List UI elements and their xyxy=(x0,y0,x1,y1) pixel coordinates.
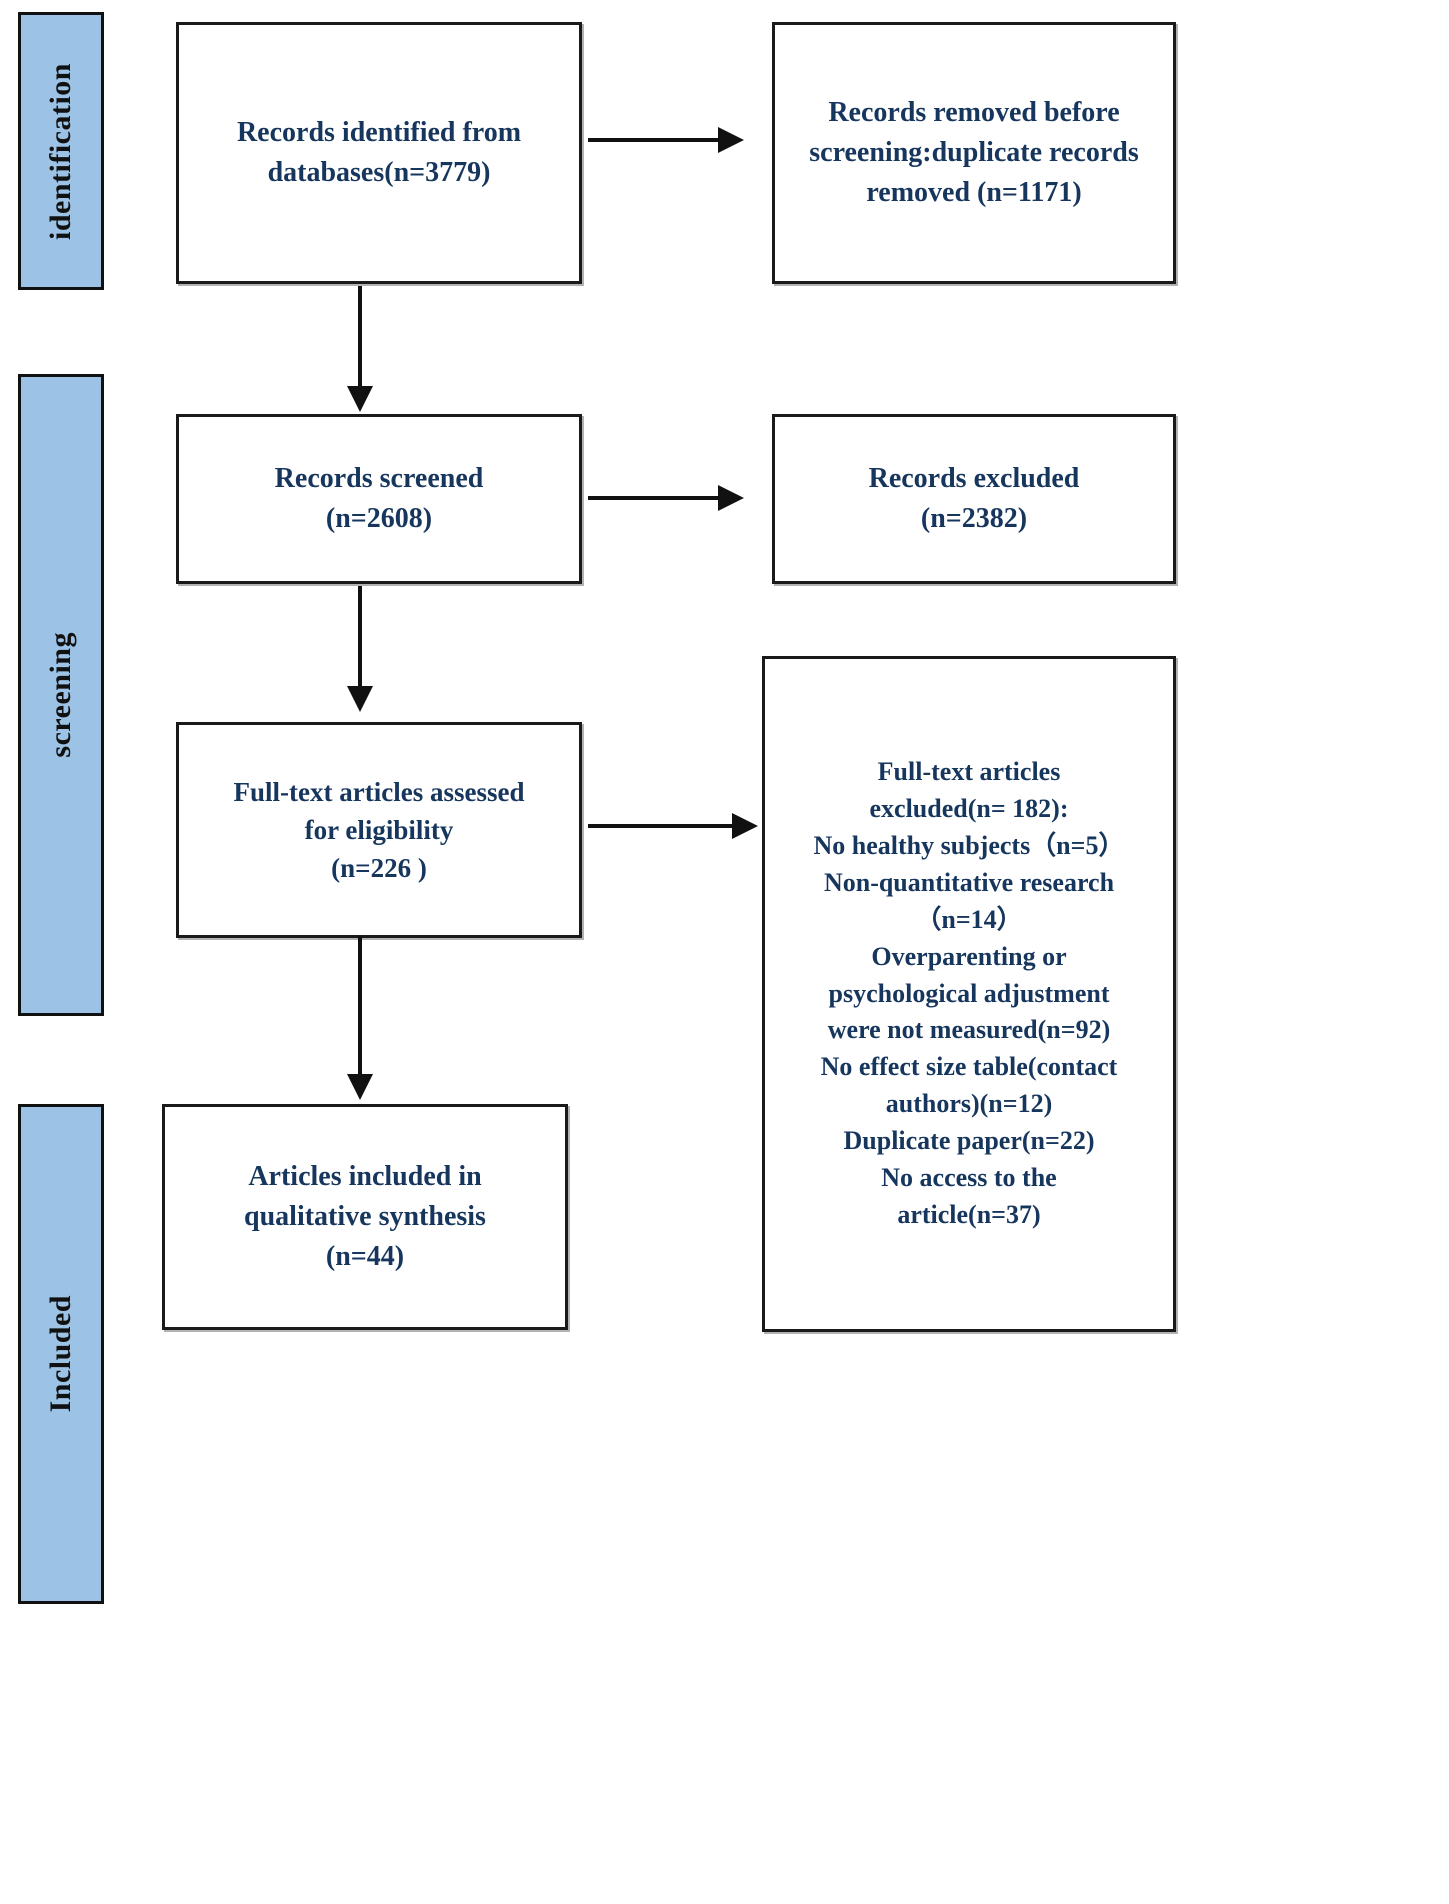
box-records-excluded-text: Records excluded (n=2382) xyxy=(868,463,1080,534)
arrow-shaft xyxy=(588,824,736,828)
box-fulltext-assessed-text: Full-text articles assessed for eligibil… xyxy=(233,776,525,884)
arrow-head xyxy=(347,386,373,412)
arrow-head xyxy=(718,485,744,511)
box-fulltext-excluded: Full-text articles excluded(n= 182): No … xyxy=(762,656,1176,1332)
stage-label-screening: screening xyxy=(44,632,77,758)
box-articles-included-text: Articles included in qualitative synthes… xyxy=(244,1161,486,1272)
arrow-shaft xyxy=(588,138,722,142)
stage-bar-screening: screening xyxy=(18,374,104,1016)
arrow-head xyxy=(718,127,744,153)
arrow-head xyxy=(347,686,373,712)
arrow-shaft xyxy=(358,936,362,1076)
stage-label-identification: identification xyxy=(44,62,77,240)
box-fulltext-excluded-text: Full-text articles excluded(n= 182): No … xyxy=(813,757,1125,1229)
box-records-removed-text: Records removed before screening:duplica… xyxy=(809,97,1139,208)
stage-bar-identification: identification xyxy=(18,12,104,290)
arrow-head xyxy=(732,813,758,839)
box-records-removed: Records removed before screening:duplica… xyxy=(772,22,1176,284)
box-records-screened: Records screened (n=2608) xyxy=(176,414,582,584)
stage-label-included: Included xyxy=(44,1295,77,1413)
box-records-excluded: Records excluded (n=2382) xyxy=(772,414,1176,584)
box-records-identified: Records identified from databases(n=3779… xyxy=(176,22,582,284)
arrow-head xyxy=(347,1074,373,1100)
arrow-shaft xyxy=(588,496,722,500)
stage-bar-included: Included xyxy=(18,1104,104,1604)
arrow-shaft xyxy=(358,586,362,688)
box-articles-included: Articles included in qualitative synthes… xyxy=(162,1104,568,1330)
box-records-screened-text: Records screened (n=2608) xyxy=(274,463,484,534)
box-fulltext-assessed: Full-text articles assessed for eligibil… xyxy=(176,722,582,938)
arrow-shaft xyxy=(358,286,362,388)
box-records-identified-text: Records identified from databases(n=3779… xyxy=(236,117,522,188)
